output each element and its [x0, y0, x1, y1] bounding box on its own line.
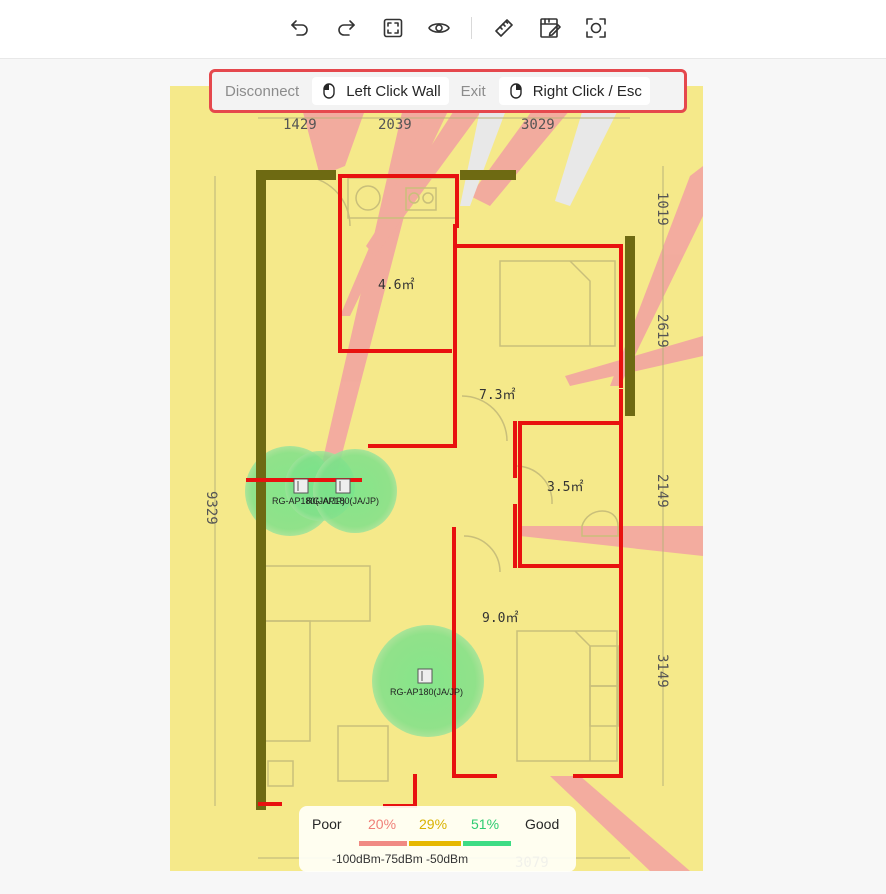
fit-screen-button[interactable] — [379, 14, 407, 42]
legend-dbm-scale: -100dBm-75dBm -50dBm — [332, 852, 469, 866]
ruler-button[interactable] — [490, 14, 518, 42]
ap-label-3: RG-AP180(JA/JP) — [390, 687, 463, 697]
right-click-hint: Right Click / Esc — [498, 77, 650, 105]
dim-right-4: 3149 — [654, 654, 670, 688]
dim-top-1: 1429 — [283, 117, 317, 133]
ap-scan-button[interactable] — [582, 14, 610, 42]
dim-right-3: 2149 — [654, 474, 670, 508]
floorplan-canvas[interactable]: 1429 2039 3029 3079 9329 1019 2619 2149 … — [170, 86, 703, 871]
dim-top-3: 3029 — [521, 117, 555, 133]
dim-top-2: 2039 — [378, 117, 412, 133]
undo-button[interactable] — [286, 14, 314, 42]
undo-icon — [291, 20, 308, 36]
dim-right-1: 1019 — [654, 192, 670, 226]
toolbar-divider — [471, 17, 472, 39]
dim-left: 9329 — [203, 491, 219, 525]
legend-29-percent: 29% — [419, 816, 448, 832]
signal-legend: Poor 20% 29% 51% Good -100dBm-75dBm -50d… — [299, 806, 576, 872]
dim-right-2: 2619 — [654, 314, 670, 348]
legend-bar-good — [463, 841, 511, 846]
exterior-walls — [256, 170, 635, 810]
mouse-right-icon — [509, 83, 522, 99]
room-area-1: 4.6㎡ — [378, 278, 414, 293]
ruler-icon — [495, 19, 513, 37]
room-area-3: 3.5㎡ — [547, 480, 583, 495]
toolbar — [0, 0, 886, 59]
redo-icon — [338, 20, 355, 36]
legend-51-percent: 51% — [471, 816, 500, 832]
exit-label: Exit — [460, 82, 486, 100]
legend-bar-poor — [359, 841, 407, 846]
room-area-4: 9.0㎡ — [482, 611, 518, 626]
fit-screen-icon — [383, 18, 403, 38]
ap-label-1: RG-AP180(JA/JP) — [272, 496, 345, 506]
heatmap-svg: 1429 2039 3029 3079 9329 1019 2619 2149 … — [203, 86, 703, 871]
mouse-left-icon — [323, 83, 335, 99]
legend-20-percent: 20% — [368, 816, 397, 832]
redo-button[interactable] — [332, 14, 360, 42]
draw-wall-icon — [540, 18, 561, 38]
legend-poor: Poor — [312, 816, 342, 832]
legend-good: Good — [525, 816, 560, 832]
dimension-labels: 1429 2039 3029 3079 9329 1019 2619 2149 … — [203, 117, 670, 871]
right-click-text: Right Click / Esc — [532, 82, 642, 100]
legend-bar-fair — [409, 841, 461, 846]
disconnect-label: Disconnect — [225, 82, 300, 100]
ap-marker-3[interactable] — [417, 668, 433, 684]
hint-bar: Disconnect Left Click Wall Exit Right Cl… — [209, 69, 687, 113]
visibility-button[interactable] — [425, 14, 453, 42]
room-area-2: 7.3㎡ — [479, 388, 515, 403]
ap-marker-2[interactable] — [335, 478, 351, 494]
left-click-text: Left Click Wall — [346, 82, 441, 100]
eye-icon — [428, 23, 450, 33]
furniture — [264, 175, 619, 787]
draw-wall-button[interactable] — [536, 14, 564, 42]
ap-marker-1[interactable] — [293, 478, 309, 494]
ap-scan-icon — [586, 18, 606, 38]
ap-label-2: RG-AP180(JA/JP) — [306, 496, 379, 506]
left-click-hint: Left Click Wall — [312, 77, 449, 105]
